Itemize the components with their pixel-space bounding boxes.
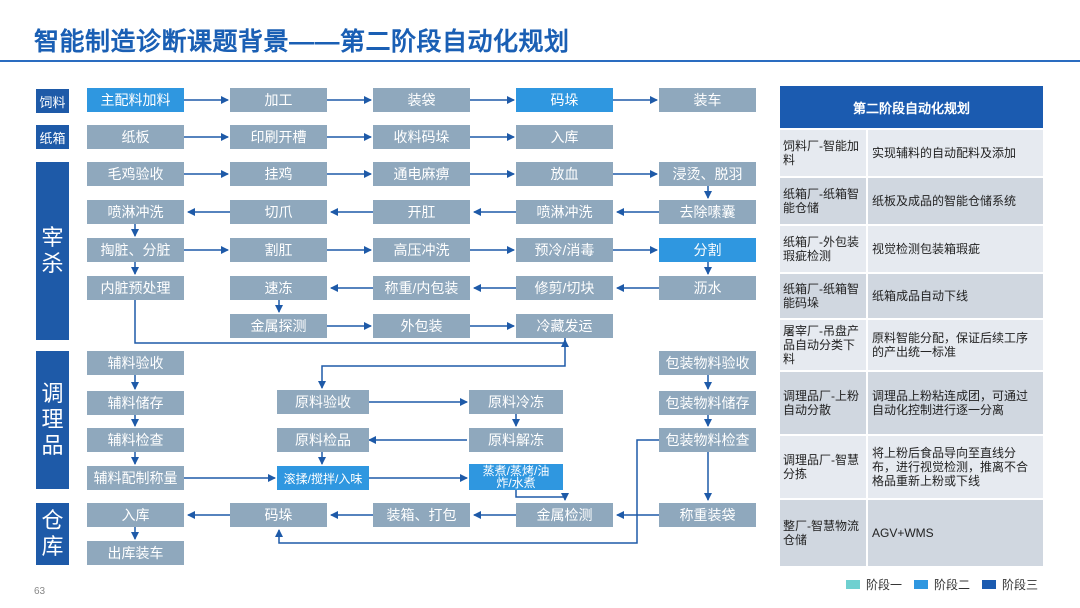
panel-row-desc: 纸板及成品的智能仓储系统 bbox=[866, 178, 1043, 224]
panel-row-desc: 调理品上粉粘连成团，可通过自动化控制进行逐一分离 bbox=[866, 372, 1043, 434]
node-feed-load: 装车 bbox=[659, 88, 756, 112]
node-carton-print: 印刷开槽 bbox=[230, 125, 327, 149]
node-feed-stack: 码垛 bbox=[516, 88, 613, 112]
node-sl-eviscerate: 掏脏、分脏 bbox=[87, 238, 184, 262]
node-pr-pkg-check: 包装物料检查 bbox=[659, 428, 756, 452]
panel-row-name: 纸箱厂-纸箱智能码垛 bbox=[783, 282, 859, 310]
panel-row-name: 饲料厂-智能加料 bbox=[783, 139, 859, 167]
node-sl-spray-2: 喷淋冲洗 bbox=[87, 200, 184, 224]
section-prepared: 调理品 bbox=[36, 351, 69, 489]
node-sl-chill: 预冷/消毒 bbox=[516, 238, 613, 262]
node-feed-main-ingredient: 主配料加料 bbox=[87, 88, 184, 112]
node-wh-metal: 金属检测 bbox=[516, 503, 613, 527]
page-number: 63 bbox=[34, 586, 46, 597]
node-sl-hang: 挂鸡 bbox=[230, 162, 327, 186]
panel-header: 第二阶段自动化规划 bbox=[780, 86, 1043, 128]
node-pr-aux-store: 辅料储存 bbox=[87, 391, 184, 415]
panel-row: 调理品厂-智慧分拣 将上粉后食品导向至直线分布，进行视觉检测，推离不合格品重新上… bbox=[780, 436, 1043, 498]
panel-row-name: 屠宰厂-吊盘产品自动分类下料 bbox=[783, 324, 859, 366]
node-sl-crop: 去除嗉囊 bbox=[659, 200, 756, 224]
panel-row-name: 调理品厂-智慧分拣 bbox=[783, 453, 859, 481]
node-feed-bag: 装袋 bbox=[373, 88, 470, 112]
section-slaughter: 宰杀 bbox=[36, 162, 69, 340]
node-sl-freeze: 速冻 bbox=[230, 276, 327, 300]
node-sl-receive: 毛鸡验收 bbox=[87, 162, 184, 186]
legend-label: 阶段二 bbox=[934, 578, 971, 592]
node-sl-outpack: 外包装 bbox=[373, 314, 470, 338]
legend-swatch bbox=[846, 580, 860, 589]
node-pr-pkg-receive: 包装物料验收 bbox=[659, 351, 756, 375]
node-sl-weigh: 称重/内包装 bbox=[373, 276, 470, 300]
node-pr-raw-thaw: 原料解冻 bbox=[469, 428, 563, 452]
node-pr-tumble: 滚揉/搅拌/入味 bbox=[277, 466, 369, 490]
legend-label: 阶段一 bbox=[866, 578, 903, 592]
node-sl-claw: 切爪 bbox=[230, 200, 327, 224]
legend-swatch bbox=[914, 580, 928, 589]
node-sl-cut-anus: 割肛 bbox=[230, 238, 327, 262]
node-wh-box: 装箱、打包 bbox=[373, 503, 470, 527]
legend-stage-1: 阶段一 bbox=[846, 576, 902, 593]
title-divider bbox=[0, 60, 1080, 62]
panel-row-desc: 纸箱成品自动下线 bbox=[866, 274, 1043, 318]
panel-row-name: 调理品厂-上粉自动分散 bbox=[783, 389, 859, 417]
legend-swatch bbox=[982, 580, 996, 589]
section-warehouse: 仓库 bbox=[36, 503, 69, 565]
node-pr-raw-receive: 原料验收 bbox=[277, 390, 369, 414]
panel-row-name: 纸箱厂-外包装瑕疵检测 bbox=[783, 235, 859, 263]
panel-row: 整厂-智慧物流仓储 AGV+WMS bbox=[780, 500, 1043, 566]
node-sl-metal: 金属探测 bbox=[230, 314, 327, 338]
node-carton-store: 入库 bbox=[516, 125, 613, 149]
node-wh-weigh: 称重装袋 bbox=[659, 503, 756, 527]
panel-row-desc: 实现辅料的自动配料及添加 bbox=[866, 130, 1043, 176]
panel-row-desc: 将上粉后食品导向至直线分布，进行视觉检测，推离不合格品重新上粉或下线 bbox=[866, 436, 1043, 498]
node-pr-aux-check: 辅料检查 bbox=[87, 428, 184, 452]
node-pr-cook: 蒸煮/蒸烤/油炸/水煮 bbox=[469, 464, 563, 490]
node-wh-out: 出库装车 bbox=[87, 541, 184, 565]
node-sl-cold: 冷藏发运 bbox=[516, 314, 613, 338]
node-sl-stun: 通电麻痹 bbox=[373, 162, 470, 186]
panel-row: 纸箱厂-纸箱智能码垛 纸箱成品自动下线 bbox=[780, 274, 1043, 318]
node-wh-stack: 码垛 bbox=[230, 503, 327, 527]
panel-row-name: 整厂-智慧物流仓储 bbox=[783, 519, 859, 547]
legend-label: 阶段三 bbox=[1002, 578, 1039, 592]
node-pr-aux-weigh: 辅料配制称量 bbox=[87, 466, 184, 490]
panel-row: 纸箱厂-外包装瑕疵检测 视觉检测包装箱瑕疵 bbox=[780, 226, 1043, 272]
legend-stage-3: 阶段三 bbox=[982, 576, 1038, 593]
node-sl-hp-wash: 高压冲洗 bbox=[373, 238, 470, 262]
node-sl-bleed: 放血 bbox=[516, 162, 613, 186]
node-sl-trim: 修剪/切块 bbox=[516, 276, 613, 300]
node-pr-raw-freeze: 原料冷冻 bbox=[469, 390, 563, 414]
node-pr-aux-receive: 辅料验收 bbox=[87, 351, 184, 375]
panel-row: 饲料厂-智能加料 实现辅料的自动配料及添加 bbox=[780, 130, 1043, 176]
panel-row-desc: AGV+WMS bbox=[866, 500, 1043, 566]
panel-row-desc: 原料智能分配，保证后续工序的产出统一标准 bbox=[866, 320, 1043, 370]
node-wh-in: 入库 bbox=[87, 503, 184, 527]
panel-row-name: 纸箱厂-纸箱智能仓储 bbox=[783, 187, 859, 215]
node-sl-drain: 沥水 bbox=[659, 276, 756, 300]
panel-row: 纸箱厂-纸箱智能仓储 纸板及成品的智能仓储系统 bbox=[780, 178, 1043, 224]
node-carton-collect: 收料码垛 bbox=[373, 125, 470, 149]
legend-stage-2: 阶段二 bbox=[914, 576, 970, 593]
node-pr-raw-check: 原料检品 bbox=[277, 428, 369, 452]
node-feed-process: 加工 bbox=[230, 88, 327, 112]
node-sl-split: 分割 bbox=[659, 238, 756, 262]
node-sl-scald: 浸烫、脱羽 bbox=[659, 162, 756, 186]
panel-row-desc: 视觉检测包装箱瑕疵 bbox=[866, 226, 1043, 272]
node-pr-pkg-store: 包装物料储存 bbox=[659, 391, 756, 415]
node-sl-spray-1: 喷淋冲洗 bbox=[516, 200, 613, 224]
section-carton: 纸箱 bbox=[36, 125, 69, 149]
section-feed: 饲料 bbox=[36, 89, 69, 113]
node-sl-offal: 内脏预处理 bbox=[87, 276, 184, 300]
panel-row: 调理品厂-上粉自动分散 调理品上粉粘连成团，可通过自动化控制进行逐一分离 bbox=[780, 372, 1043, 434]
node-sl-anus: 开肛 bbox=[373, 200, 470, 224]
page-title: 智能制造诊断课题背景——第二阶段自动化规划 bbox=[34, 28, 570, 56]
panel-row: 屠宰厂-吊盘产品自动分类下料 原料智能分配，保证后续工序的产出统一标准 bbox=[780, 320, 1043, 370]
node-carton-board: 纸板 bbox=[87, 125, 184, 149]
